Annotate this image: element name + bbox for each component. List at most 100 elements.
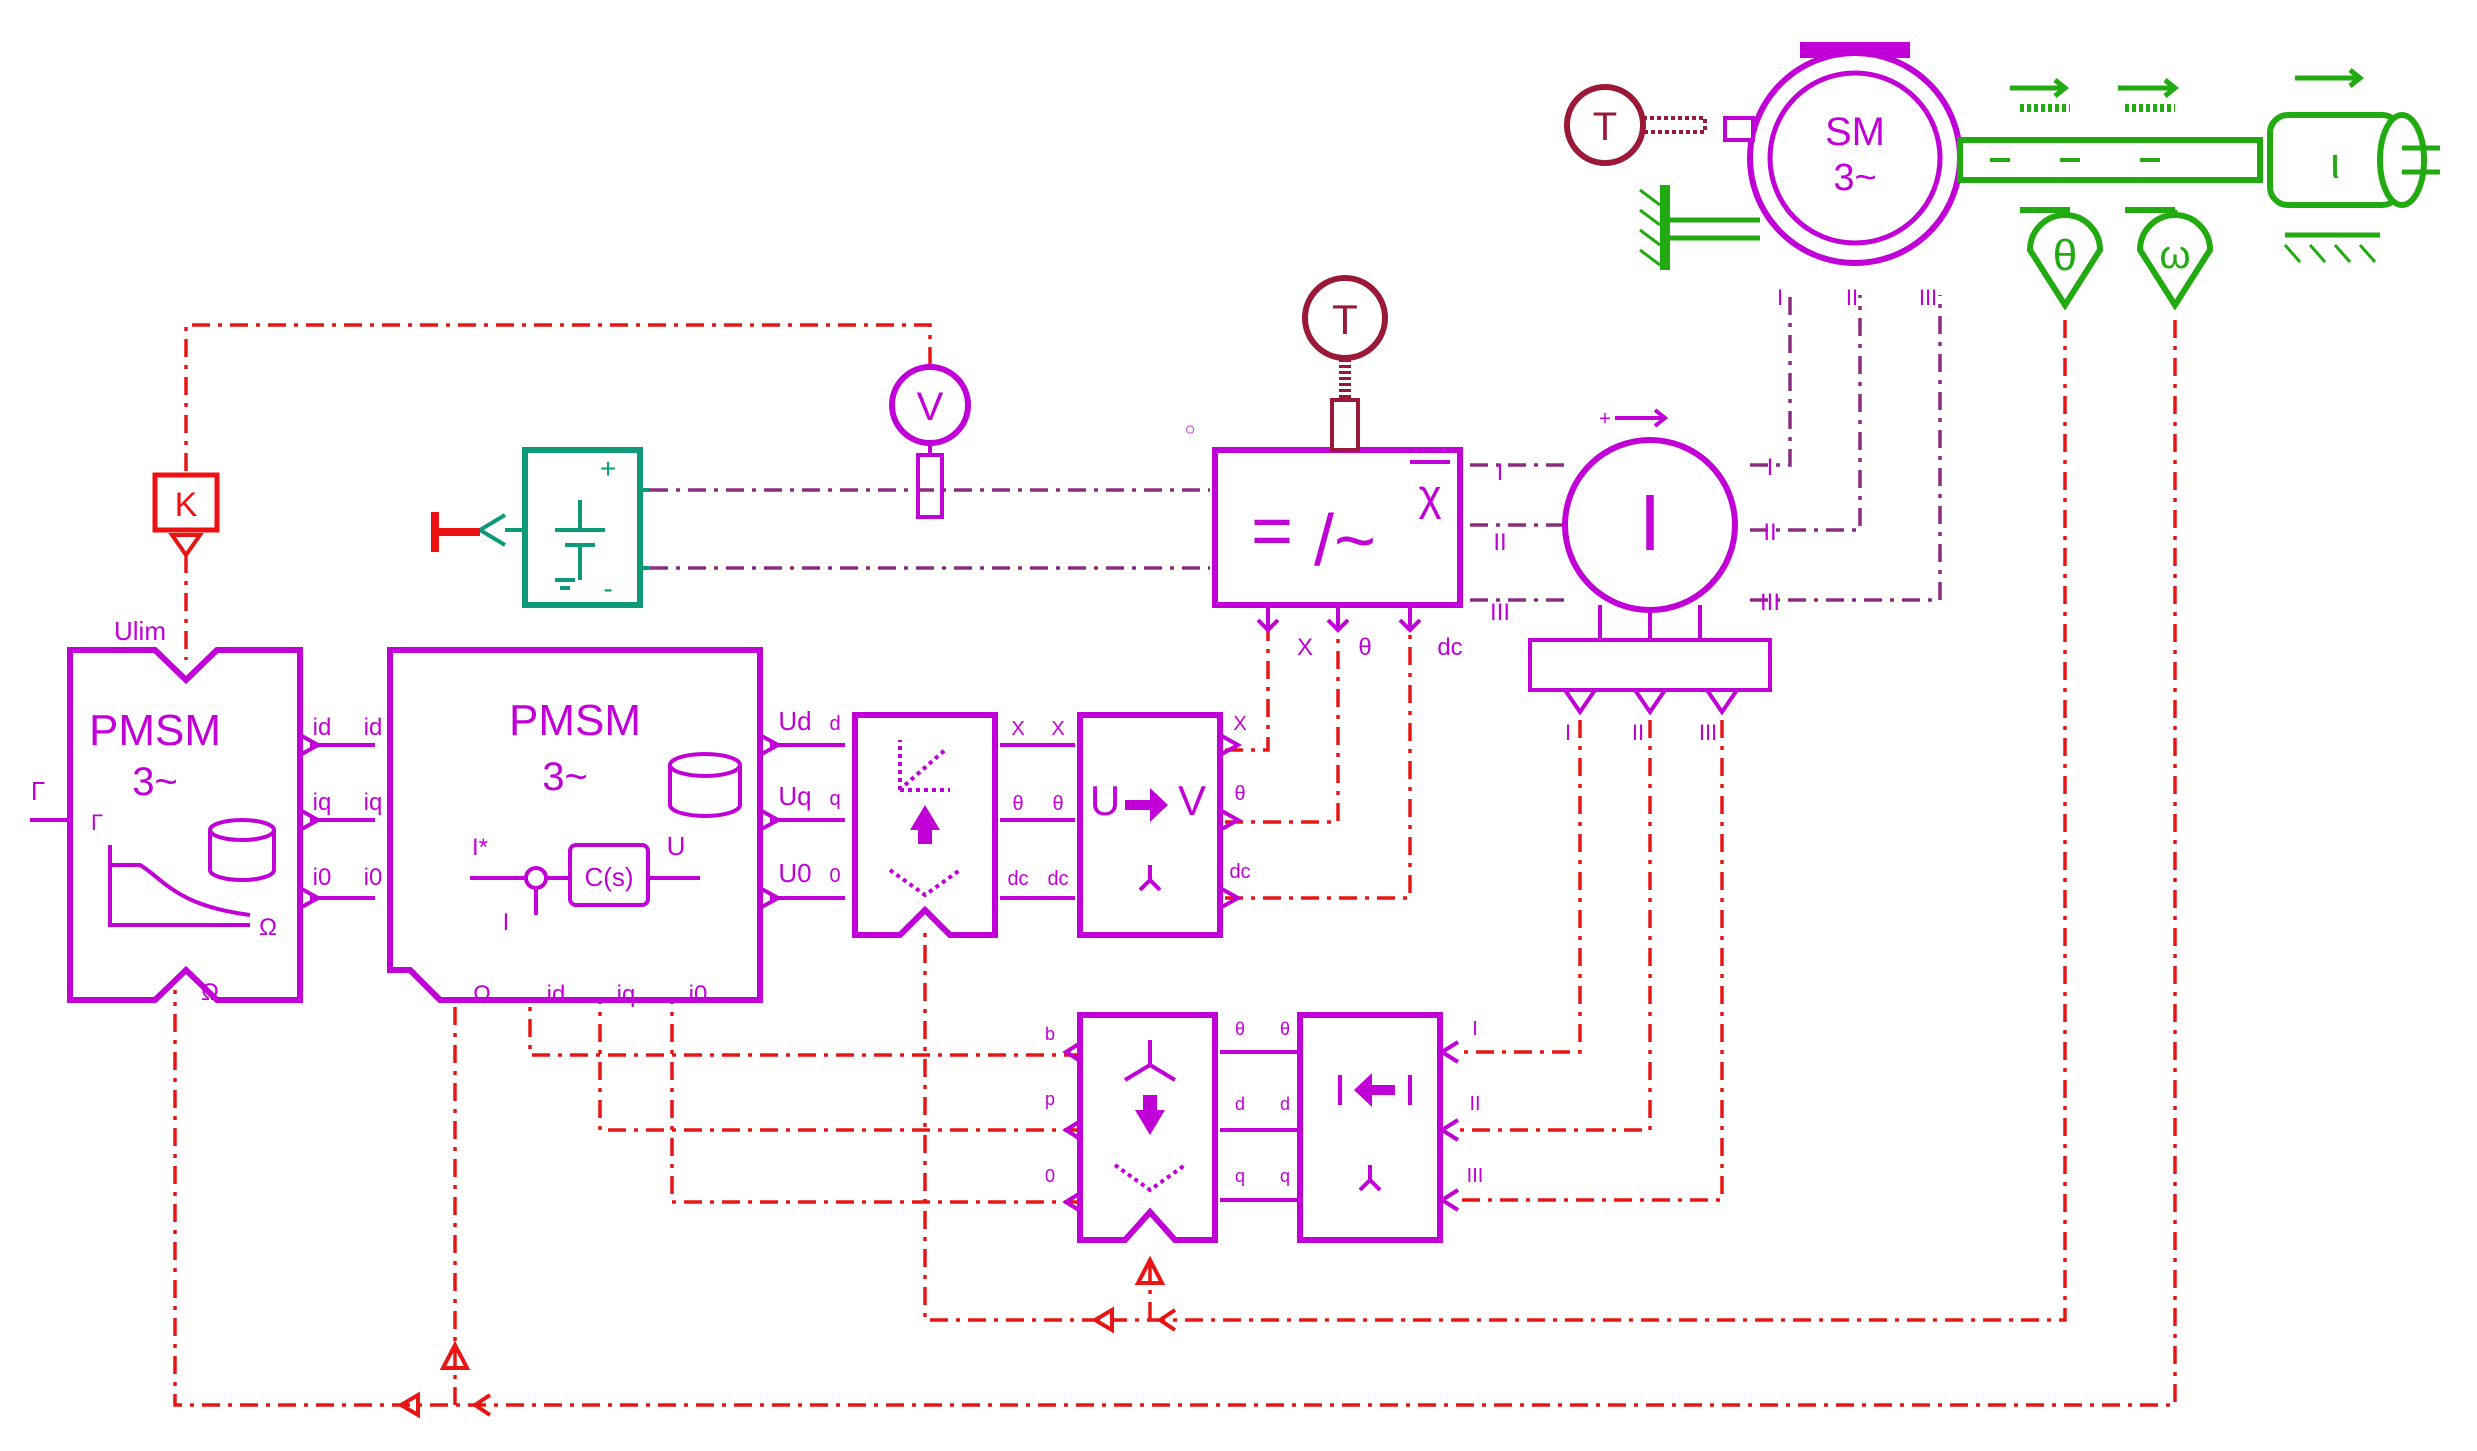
splitter-omega	[397, 1340, 471, 1419]
wire-phase-i	[1750, 295, 1792, 467]
wire-i0-feedback	[670, 990, 1082, 1204]
links-controller-parkinv	[770, 743, 845, 900]
splitter-theta	[1091, 1255, 1166, 1334]
ctrl-in-iq: iq	[364, 789, 383, 816]
uv-out-dc: dc	[1229, 861, 1250, 883]
ctrl-sum-junction	[524, 866, 548, 890]
park-direct-block[interactable]: θ d q b p 0	[1045, 1012, 1245, 1243]
limiter-plot-y: Γ	[91, 810, 103, 835]
gain-block[interactable]: K	[152, 472, 220, 559]
limiter-ulim-label: Ulim	[114, 616, 166, 646]
ctrl-loop-ref: I*	[472, 834, 488, 861]
motor-term-iii: III	[1919, 285, 1937, 310]
pinv-out-x: X	[1011, 718, 1024, 740]
splitter-arrows	[471, 1308, 1177, 1417]
ctrl-database-icon	[668, 752, 742, 818]
wire-x-to-inverter	[1225, 615, 1270, 752]
voltmeter-probe	[916, 453, 944, 519]
ctrl-in-i0: i0	[364, 864, 383, 891]
limiter-plot-axes	[108, 845, 250, 927]
pmsm-limiter-block[interactable]: Ulim PMSM 3~ Γ Γ Ω Ω id iq i0	[31, 616, 332, 1006]
uv-out-x: X	[1233, 713, 1246, 735]
motor-term-ii: II	[1846, 285, 1858, 310]
temp-sensor-inverter[interactable]: T	[1302, 275, 1388, 361]
wire-omega-to-limiter	[173, 990, 410, 1407]
pinv-in-q: q	[829, 788, 840, 810]
mechanical-system: ι	[1639, 68, 2440, 270]
motor-block[interactable]: SM 3~ I II III	[1723, 42, 1963, 310]
wire-theta-sensor	[1110, 320, 2067, 1322]
ctrl-cs-label: C(s)	[584, 862, 633, 892]
ground-icon	[431, 512, 480, 552]
uv-in-theta: θ	[1052, 793, 1063, 815]
limiter-out-iq: iq	[313, 789, 332, 816]
inverter-in-x: X	[1297, 634, 1313, 661]
voltmeter-label: V	[917, 385, 944, 429]
pinv-out-theta: θ	[1012, 793, 1023, 815]
voltmeter[interactable]: V	[889, 364, 971, 519]
wire-cs-iii	[1458, 720, 1724, 1202]
current-sensor-block[interactable]: I + I II III I II III	[1528, 408, 1780, 745]
limiter-database-icon	[208, 818, 276, 882]
inverter-in-dc: dc	[1437, 634, 1462, 661]
power-wires	[650, 295, 1942, 602]
current-sensor-arrow	[1615, 408, 1669, 428]
ctrl-out-ud: Ud	[778, 706, 811, 736]
angle-sensor-label: θ	[2053, 231, 2077, 280]
uv-in-x: X	[1051, 718, 1064, 740]
pmsm-controller-block[interactable]: id iq i0 PMSM 3~ I* I U C(s) Ud Uq U0 Ω …	[364, 647, 812, 1008]
dc-plus: +	[600, 453, 616, 484]
cs-out-ii: II	[1632, 720, 1644, 745]
uv-out-theta: θ	[1234, 783, 1245, 805]
inverter-ac-i: I	[1497, 459, 1504, 486]
inverter-symbol-dc: =	[1251, 491, 1293, 571]
limiter-title: PMSM	[89, 706, 221, 755]
ctrl-out-uq: Uq	[778, 781, 811, 811]
dc-source-block[interactable]: + -	[431, 447, 650, 608]
inverter-symbol-ac: /~	[1314, 501, 1376, 581]
inverter-block[interactable]: ○ = /~ χ X θ dc I II III	[1185, 398, 1510, 661]
wire-omega-sensor	[420, 320, 2177, 1407]
limiter-gamma-in: Γ	[31, 776, 45, 806]
cs-phase-i: I	[1767, 454, 1774, 481]
load-label: ι	[2330, 139, 2340, 188]
u-to-v-block[interactable]: X θ dc U V X θ dc	[1047, 712, 1251, 938]
wire-theta-to-park-inv	[923, 925, 1100, 1322]
inverter-ac-iii: III	[1490, 599, 1510, 626]
pdir-in-q: q	[1235, 1166, 1245, 1186]
speed-sensor[interactable]: ω	[2136, 210, 2214, 311]
ii-in-ii: II	[1469, 1093, 1480, 1115]
pinv-in-0: 0	[829, 865, 840, 887]
ctrl-bottom-id: id	[547, 981, 566, 1008]
cs-phase-iii: III	[1760, 589, 1780, 616]
uv-in-dc: dc	[1047, 868, 1068, 890]
motor-label: SM	[1825, 110, 1885, 154]
ctrl-out-u0: U0	[778, 858, 811, 888]
uv-label-v: V	[1178, 777, 1206, 824]
speed-sensor-label: ω	[2159, 233, 2190, 277]
inverter-in-theta: θ	[1358, 634, 1371, 661]
ctrl-title: PMSM	[509, 696, 641, 745]
current-sensor-label: I	[1639, 478, 1661, 567]
dc-battery-icon	[555, 500, 605, 590]
pdir-out-0: 0	[1045, 1166, 1055, 1186]
park-inverse-block[interactable]: d q 0 X θ dc	[829, 712, 1029, 938]
ii-label-left: I	[1334, 1066, 1346, 1115]
temp-sensor-motor[interactable]: T	[1564, 84, 1707, 166]
pdir-out-p: p	[1045, 1089, 1055, 1109]
inverter-ac-ii: II	[1493, 529, 1506, 556]
ctrl-bottom-iq: iq	[617, 981, 636, 1008]
ii-out-d: d	[1280, 1094, 1290, 1114]
i-to-i-block[interactable]: I I I II III θ d q	[1280, 1012, 1484, 1243]
wire-cs-ii	[1458, 720, 1652, 1132]
wire-phase-ii	[1750, 295, 1862, 532]
pdir-in-d: d	[1235, 1094, 1245, 1114]
cs-out-iii: III	[1699, 720, 1717, 745]
ii-in-iii: III	[1467, 1165, 1484, 1187]
angle-sensor[interactable]: θ	[2026, 210, 2104, 311]
load-block[interactable]: ι	[2267, 112, 2440, 263]
ctrl-bottom-i0: i0	[689, 981, 708, 1008]
dc-ground-link	[476, 513, 525, 547]
